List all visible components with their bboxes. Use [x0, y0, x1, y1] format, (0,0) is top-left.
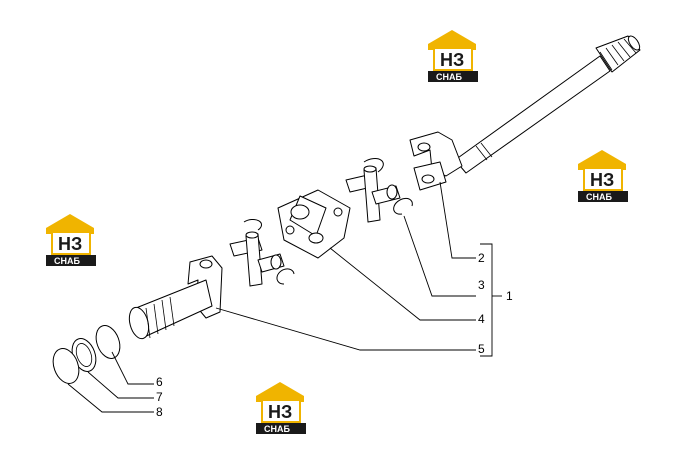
- yoke-fork-upper: [409, 131, 463, 191]
- callout-5: 5: [478, 342, 485, 356]
- logo-watermark-top: НЗ СНАБ: [428, 30, 478, 82]
- snap-ring-lower-right: [276, 268, 295, 285]
- callout-4: 4: [478, 312, 485, 326]
- ring-8: [52, 348, 80, 384]
- axle-shaft: [454, 35, 641, 174]
- callout-7: 7: [156, 390, 163, 404]
- svg-text:СНАБ: СНАБ: [436, 72, 462, 82]
- logo-watermark-right: НЗ СНАБ: [578, 150, 628, 202]
- callout-6: 6: [156, 375, 163, 389]
- logo-watermark-left: НЗ СНАБ: [46, 214, 96, 266]
- snap-ring-lower-left: [243, 218, 262, 231]
- callout-1: 1: [506, 289, 513, 303]
- callout-3: 3: [478, 278, 485, 292]
- center-coupling: [277, 189, 351, 259]
- leader-lines: [67, 181, 502, 413]
- spider-cross-upper: [345, 165, 401, 223]
- snap-ring-right: [393, 197, 413, 215]
- svg-text:СНАБ: СНАБ: [54, 256, 80, 266]
- callout-8: 8: [156, 405, 163, 419]
- svg-text:НЗ: НЗ: [440, 50, 464, 70]
- svg-text:НЗ: НЗ: [58, 234, 82, 254]
- logo-watermark-bottom: НЗ СНАБ: [256, 382, 306, 434]
- snap-ring-upper: [363, 158, 384, 173]
- svg-text:НЗ: НЗ: [268, 402, 292, 422]
- stub-shaft-yoke: [128, 255, 223, 340]
- spider-cross-lower: [229, 231, 285, 287]
- ring-6: [95, 325, 121, 359]
- svg-text:НЗ: НЗ: [590, 170, 614, 190]
- svg-text:СНАБ: СНАБ: [264, 424, 290, 434]
- callout-2: 2: [478, 251, 485, 265]
- svg-text:СНАБ: СНАБ: [586, 192, 612, 202]
